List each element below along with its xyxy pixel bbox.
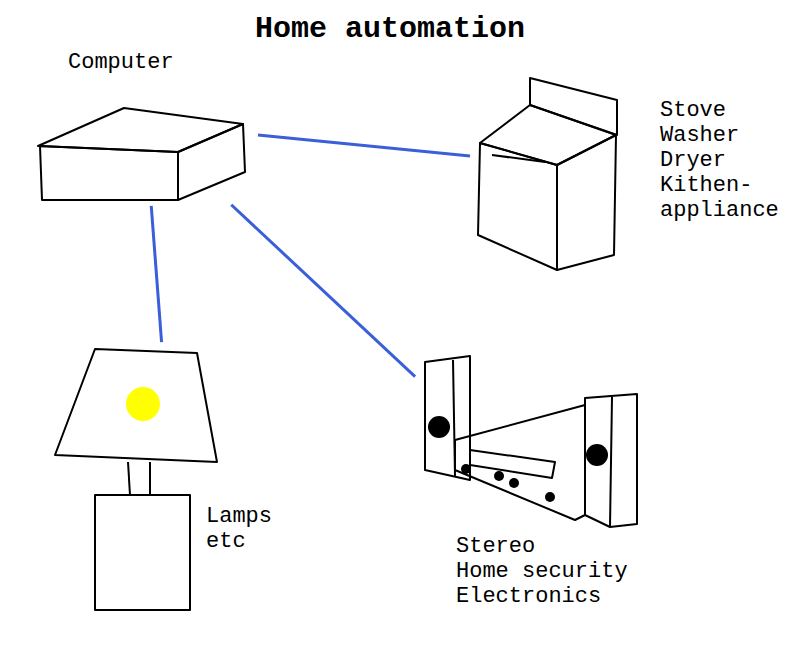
stereo-knob	[461, 464, 471, 474]
stereo-slot	[470, 450, 555, 478]
device-label: Lamps etc	[206, 504, 286, 554]
device-label: Kithen- appliance	[660, 173, 786, 223]
device-label: Stove	[660, 98, 786, 123]
speaker-edge	[610, 397, 612, 527]
lamp-stem	[128, 462, 130, 495]
device-label: Electronics	[456, 584, 642, 609]
device-label-group: StoveWasherDryerKithen- appliance	[660, 98, 786, 223]
connection-line	[151, 206, 161, 342]
computer-side	[178, 124, 245, 200]
device-label-group: StereoHome securityElectronics	[456, 534, 642, 609]
stove-handle	[492, 155, 545, 162]
device-label: Stereo	[456, 534, 642, 559]
connection-line	[258, 135, 470, 156]
device-label: Dryer	[660, 148, 786, 173]
device-label: Home security	[456, 559, 642, 584]
computer-front	[40, 146, 178, 200]
lamp-shade	[55, 349, 217, 462]
device-node: Computer	[36, 46, 254, 202]
device-node: StereoHome securityElectronics	[418, 352, 648, 622]
device-label-group: Lamps etc	[206, 504, 286, 554]
stereo-knob	[545, 492, 555, 502]
lamp-stem	[149, 462, 151, 495]
device-label-group: Computer	[68, 50, 248, 75]
device-label: Washer	[660, 123, 786, 148]
connection-line	[231, 205, 415, 377]
computer-top	[38, 108, 243, 152]
speaker-cone	[428, 416, 450, 438]
stereo-knob	[494, 471, 504, 481]
diagram-title: Home automation	[0, 12, 780, 46]
stereo-speaker	[425, 356, 470, 480]
device-node: StoveWasherDryerKithen- appliance	[474, 70, 792, 274]
stereo-knob	[509, 478, 519, 488]
stove-side	[557, 135, 616, 270]
device-label: Computer	[68, 50, 248, 75]
stove-backsplash	[530, 78, 617, 135]
speaker-cone	[586, 444, 608, 466]
stereo-unit	[455, 405, 585, 520]
stereo-speaker	[585, 394, 637, 527]
stove-front	[478, 143, 557, 270]
device-node: Lamps etc	[52, 346, 292, 612]
stove-top	[480, 105, 616, 165]
lamp-bulb	[126, 387, 160, 421]
lamp-base	[95, 495, 190, 610]
